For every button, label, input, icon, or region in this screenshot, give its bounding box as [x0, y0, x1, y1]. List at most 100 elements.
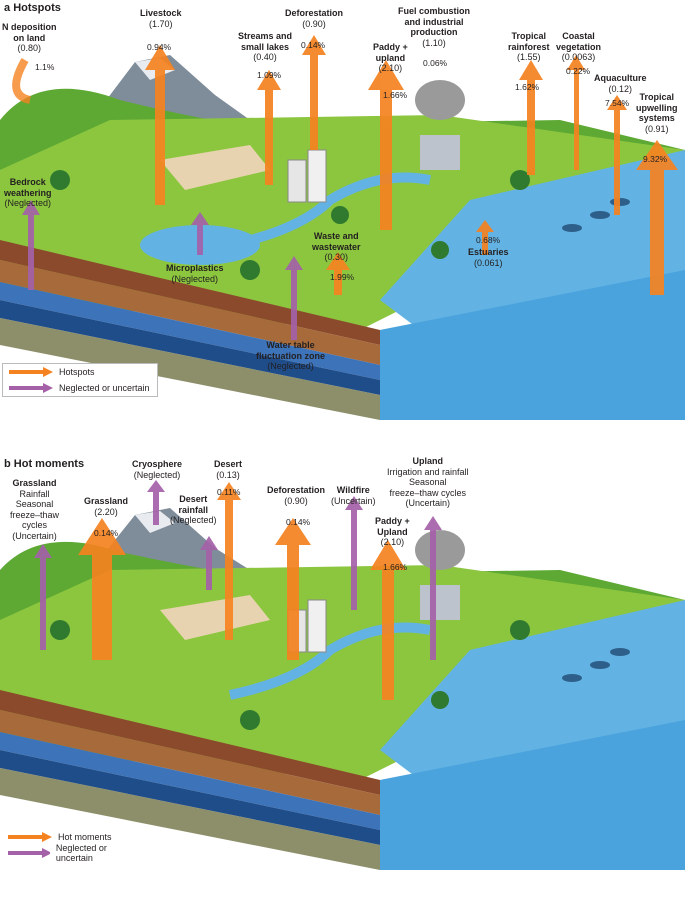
- legend-a: Hotspots Neglected or uncertain: [2, 363, 158, 397]
- panel-b-letter: b: [4, 458, 11, 470]
- label-grassland-value: (2.20): [94, 506, 118, 517]
- pct-n-deposition: 1.1%: [35, 62, 55, 72]
- label-rainforest-value: (1.55): [517, 52, 541, 62]
- label-paddy-a-line2: upland: [375, 52, 406, 63]
- label-wildfire-value: (Uncertain): [331, 495, 376, 506]
- label-upwelling-line2: upwelling: [636, 102, 678, 113]
- label-coastal-value: (0.0063): [561, 52, 596, 62]
- label-upwelling: Tropical upwelling systems (0.91): [636, 92, 678, 134]
- label-streams-value: (0.40): [253, 52, 277, 62]
- panel-b-landscape: [0, 480, 685, 870]
- label-paddy-b-line1: Paddy +: [375, 516, 410, 526]
- pct-fuel: 0.06%: [423, 58, 448, 68]
- label-n-deposition-value: (0.80): [17, 43, 41, 53]
- label-fuel-line1: Fuel combustion: [398, 6, 470, 16]
- label-bedrock-value: (Neglected): [4, 198, 52, 208]
- legend-b-hot-moments-label: Hot moments: [58, 832, 112, 842]
- label-water-table-line2: fluctuation zone: [256, 350, 325, 361]
- label-upwelling-value: (0.91): [644, 123, 669, 134]
- label-upland-sub2: Seasonal: [409, 477, 447, 487]
- pct-streams: 1.09%: [257, 70, 282, 80]
- label-grassland-line1: Grassland: [84, 496, 129, 506]
- label-livestock: Livestock (1.70): [140, 8, 182, 29]
- label-waste-line1: Waste and: [313, 231, 359, 241]
- label-fuel-line2: and industrial: [404, 16, 464, 27]
- label-bedrock-line1: Bedrock: [9, 177, 46, 187]
- label-grassland-rainfall-value: (Uncertain): [12, 530, 57, 541]
- label-desert: Desert (0.13): [214, 459, 242, 480]
- legend-a-hotspots-label: Hotspots: [59, 367, 95, 377]
- label-n-deposition: N deposition on land (0.80): [2, 22, 57, 54]
- panel-b-title: b Hot moments: [4, 458, 84, 470]
- label-water-table-line1: Water table: [266, 340, 315, 350]
- label-bedrock: Bedrock weathering (Neglected): [4, 177, 52, 209]
- label-cryosphere-line1: Cryosphere: [132, 459, 183, 469]
- label-microplastics-line1: Microplastics: [166, 263, 224, 273]
- label-estuaries: Estuaries (0.061): [468, 247, 509, 268]
- legend-orange-arrow-icon: [9, 367, 53, 377]
- label-fuel-line3: production: [410, 27, 458, 37]
- label-paddy-b-line2: Upland: [377, 526, 408, 537]
- pct-estuaries: 0.68%: [476, 235, 501, 245]
- label-estuaries-line1: Estuaries: [468, 247, 509, 257]
- label-desert-rainfall-line1: Desert: [179, 494, 208, 504]
- label-desert-rainfall: Desert rainfall (Neglected): [170, 494, 217, 526]
- label-deforestation-b: Deforestation (0.90): [267, 485, 325, 506]
- label-paddy-b-value: (2.10): [380, 537, 405, 547]
- label-water-table: Water table fluctuation zone (Neglected): [256, 340, 325, 372]
- label-aquaculture-value: (0.12): [608, 83, 633, 94]
- label-paddy-a-line1: Paddy +: [373, 42, 408, 52]
- label-n-deposition-line1: N deposition: [2, 22, 57, 32]
- label-desert-value: (0.13): [216, 469, 240, 480]
- label-deforestation-a-value: (0.90): [302, 18, 326, 29]
- label-microplastics: Microplastics (Neglected): [166, 263, 224, 284]
- label-deforestation-a-line1: Deforestation: [285, 8, 344, 18]
- label-aquaculture-line1: Aquaculture: [594, 73, 647, 83]
- label-livestock-line1: Livestock: [140, 8, 182, 18]
- label-paddy-a: Paddy + upland (2.10): [373, 42, 408, 74]
- pct-paddy-b: 1.66%: [383, 562, 408, 572]
- label-paddy-b: Paddy + Upland (2.10): [375, 516, 410, 548]
- pct-upwelling: 9.32%: [643, 154, 668, 164]
- label-bedrock-line2: weathering: [4, 187, 52, 198]
- label-rainforest-line1: Tropical: [511, 31, 547, 41]
- legend-purple-arrow-icon: [9, 383, 53, 393]
- label-grassland: Grassland (2.20): [84, 496, 128, 517]
- legend-b-hot-moments: Hot moments: [2, 829, 148, 845]
- panel-a-title: a Hotspots: [4, 2, 61, 14]
- pct-grassland: 0.14%: [94, 528, 119, 538]
- label-upland: Upland Irrigation and rainfall Seasonal …: [387, 456, 469, 509]
- pct-coastal: 0.22%: [566, 66, 591, 76]
- label-grassland-rainfall: Grassland Rainfall Seasonal freeze–thaw …: [10, 478, 59, 541]
- legend-a-neglected-label: Neglected or uncertain: [59, 383, 150, 393]
- label-wildfire: Wildfire (Uncertain): [331, 485, 376, 506]
- legend-b-purple-arrow-icon: [8, 848, 50, 858]
- label-streams-line1: Streams and: [238, 31, 293, 41]
- pct-rainforest: 1.62%: [515, 82, 540, 92]
- label-grassland-rainfall-sub2: Seasonal: [15, 499, 54, 509]
- label-cryosphere: Cryosphere (Neglected): [132, 459, 182, 480]
- label-fuel-value: (1.10): [422, 37, 446, 48]
- label-estuaries-value: (0.061): [474, 257, 503, 268]
- legend-b-neglected-label: Neglected or uncertain: [55, 843, 107, 863]
- label-livestock-value: (1.70): [149, 18, 173, 29]
- label-upland-sub3: freeze–thaw cycles: [389, 487, 467, 498]
- label-grassland-rainfall-sub4: cycles: [22, 520, 48, 530]
- label-upwelling-line3: systems: [638, 113, 675, 123]
- label-deforestation-b-line1: Deforestation: [267, 485, 326, 495]
- label-waste: Waste and wastewater (0.30): [312, 231, 361, 263]
- label-coastal-line1: Coastal: [562, 31, 595, 41]
- label-fuel: Fuel combustion and industrial productio…: [398, 6, 470, 48]
- label-microplastics-value: (Neglected): [171, 273, 219, 284]
- label-deforestation-b-value: (0.90): [284, 495, 308, 506]
- label-paddy-a-value: (2.10): [378, 63, 403, 73]
- pct-deforestation-b: 0.14%: [286, 517, 311, 527]
- label-water-table-value: (Neglected): [267, 361, 314, 371]
- legend-b-orange-arrow-icon: [8, 832, 52, 842]
- pct-aquaculture: 7.54%: [605, 98, 630, 108]
- label-n-deposition-line2: on land: [13, 32, 46, 43]
- legend-b-neglected: Neglected or uncertain: [2, 843, 148, 863]
- label-cryosphere-value: (Neglected): [133, 469, 181, 480]
- label-waste-value: (0.30): [324, 252, 349, 262]
- label-streams-line2: small lakes: [240, 41, 290, 52]
